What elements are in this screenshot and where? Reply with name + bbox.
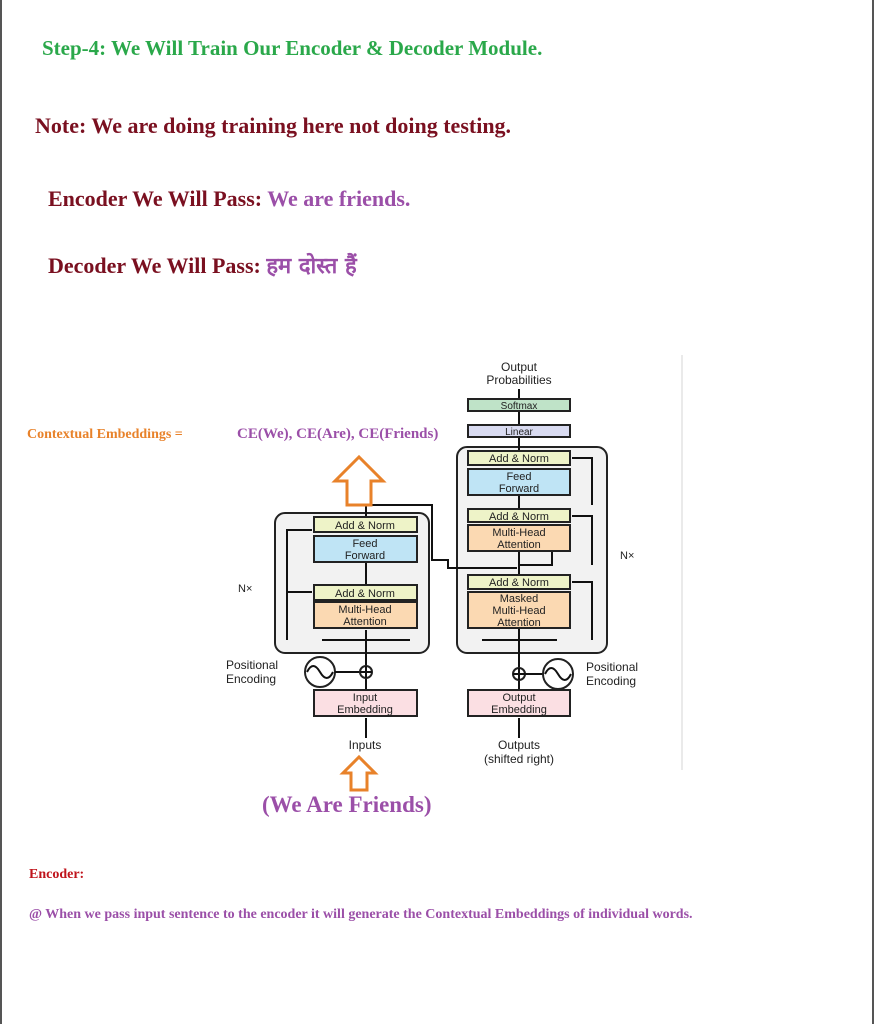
input-up-arrow-icon — [339, 754, 379, 792]
encoder-pe-label-2: Encoding — [226, 672, 276, 686]
output-embedding-label-1: Output — [502, 692, 535, 704]
input-arrows — [365, 718, 520, 738]
encoder-section-title: Encoder: — [29, 867, 85, 882]
encoder-pass-line: Encoder We Will Pass: We are friends. — [48, 186, 410, 212]
softmax-box — [467, 398, 571, 412]
decoder-nx: N× — [620, 550, 634, 562]
decoder-residuals — [482, 457, 593, 641]
decoder-pass-value: हम दोस्त हैं — [266, 254, 357, 279]
contextual-embeddings-value: CE(We), CE(Are), CE(Friends) — [237, 426, 439, 442]
outputs-label-1: Outputs — [498, 738, 540, 752]
decoder-ff-label-2: Forward — [499, 483, 539, 495]
encoder-add-norm-1-label: Add & Norm — [335, 588, 395, 600]
decoder-mha-label-2: Attention — [497, 539, 540, 551]
output-up-arrow-icon — [331, 454, 387, 507]
sine-icon — [544, 667, 572, 681]
encoder-ff-label-2: Forward — [345, 550, 385, 562]
decoder-add-norm-3-label: Add & Norm — [489, 453, 549, 465]
decoder-mha-label-1: Multi-Head — [492, 527, 545, 539]
masked-label-1: Masked — [500, 593, 539, 605]
decoder-add-norm-2-label: Add & Norm — [489, 511, 549, 523]
decoder-pass-label: Decoder We Will Pass: — [48, 253, 267, 278]
encoder-multi-head — [313, 601, 418, 629]
input-sentence: (We Are Friends) — [262, 792, 432, 817]
decoder-ff-label-1: Feed — [506, 471, 531, 483]
encoder-feed-forward — [313, 535, 418, 563]
output-embedding-label-2: Embedding — [491, 704, 547, 716]
input-embedding-label-1: Input — [353, 692, 377, 704]
decoder-add-norm-3 — [467, 450, 571, 466]
decoder-pass-line: Decoder We Will Pass: हम दोस्त हैं — [48, 250, 357, 280]
encoder-ff-label-1: Feed — [352, 538, 377, 550]
masked-label-2: Multi-Head — [492, 605, 545, 617]
softmax-label: Softmax — [501, 401, 538, 412]
encoder-section-text: @ When we pass input sentence to the enc… — [29, 907, 693, 922]
input-embedding — [313, 689, 418, 717]
encoder-pass-value: We are friends. — [267, 186, 411, 211]
encoder-add-norm-2-label: Add & Norm — [335, 520, 395, 532]
output-embedding — [467, 689, 571, 717]
decoder-pe-label-2: Encoding — [586, 674, 636, 688]
linear-label: Linear — [505, 427, 533, 438]
encoder-mha-label-1: Multi-Head — [338, 604, 391, 616]
encoder-block — [274, 512, 430, 654]
decoder-add-norm-1-label: Add & Norm — [489, 577, 549, 589]
decoder-masked-multi-head — [467, 591, 571, 629]
output-prob-label-1: Output — [501, 360, 538, 374]
sine-icon — [306, 665, 334, 679]
encoder-add-norm-2 — [313, 516, 418, 533]
decoder-feed-forward — [467, 468, 571, 496]
decoder-add-norm-2 — [467, 508, 571, 523]
encoder-residuals — [286, 529, 410, 641]
encoder-mha-label-2: Attention — [343, 616, 386, 628]
decoder-add-norm-1 — [467, 574, 571, 590]
note-text: Note: We are doing training here not doi… — [35, 113, 512, 138]
decoder-multi-head — [467, 524, 571, 552]
masked-label-3: Attention — [497, 617, 540, 629]
encoder-pe-label-1: Positional — [226, 658, 278, 672]
inputs-label: Inputs — [349, 738, 382, 752]
decoder-main-line — [518, 389, 553, 690]
outputs-label-2: (shifted right) — [484, 752, 554, 766]
linear-box — [467, 424, 571, 438]
encoder-pass-label: Encoder We Will Pass: — [48, 186, 268, 211]
decoder-pe-label-1: Positional — [586, 660, 638, 674]
step-heading: Step-4: We Will Train Our Encoder & Deco… — [42, 36, 543, 60]
contextual-embeddings-label: Contextual Embeddings = — [27, 427, 183, 442]
input-embedding-label-2: Embedding — [337, 704, 393, 716]
encoder-nx: N× — [238, 583, 252, 595]
encoder-add-norm-1 — [313, 584, 418, 601]
output-prob-label-2: Probabilities — [486, 373, 551, 387]
